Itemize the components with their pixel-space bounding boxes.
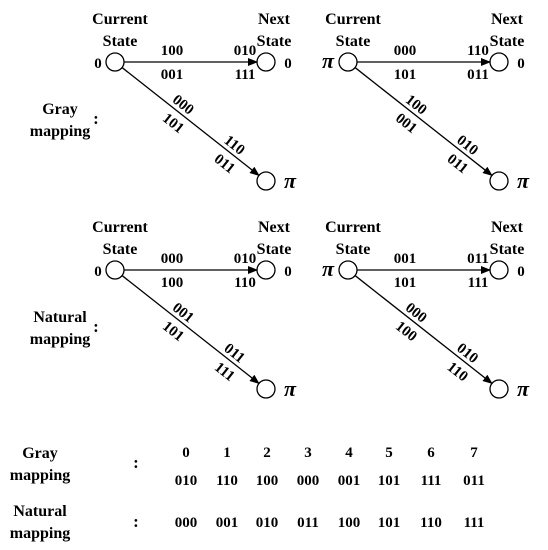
next-state-node-bottom	[489, 379, 509, 399]
current-phase-label: π	[322, 48, 335, 73]
next-state-label: Next	[491, 219, 524, 236]
table-natural-code: 110	[420, 515, 442, 531]
current-phase-label: 0	[94, 264, 102, 280]
next-state-node-top	[256, 260, 276, 280]
transition-arrow-diagonal	[354, 67, 493, 177]
table-natural-code: 100	[338, 515, 361, 531]
next-state-node-bottom	[256, 379, 276, 399]
next-state-label: Next	[258, 11, 291, 28]
table-gray-row-label: Gray	[22, 445, 58, 462]
next-phase-top-label: 0	[517, 264, 525, 280]
next-phase-bottom-label: π	[517, 168, 530, 193]
table-symbol-index: 7	[470, 445, 478, 461]
current-state-node	[338, 52, 358, 72]
next-state-label: Next	[491, 11, 524, 28]
mapping-name-label: mapping	[30, 123, 90, 140]
table-symbol-index: 2	[263, 445, 271, 461]
table-colon: :	[133, 453, 139, 472]
table-natural-code: 111	[464, 515, 485, 531]
transition-arrow-diagonal	[121, 67, 260, 177]
next-state-label: State	[257, 241, 292, 258]
next-state-node-top	[489, 52, 509, 72]
mapping-colon: :	[93, 317, 99, 336]
mapping-name-label: Gray	[42, 101, 78, 118]
table-gray-code: 111	[421, 473, 442, 489]
table-gray-code: 000	[297, 473, 320, 489]
current-state-node	[338, 260, 358, 280]
next-phase-top-label: 0	[284, 264, 292, 280]
table-gray-code: 101	[378, 473, 401, 489]
current-state-label: State	[336, 241, 371, 258]
edge-label-top-below: 111	[235, 67, 256, 83]
table-natural-row-label: mapping	[10, 525, 70, 542]
current-state-node	[105, 52, 125, 72]
edge-label-top-above: 000	[394, 43, 417, 59]
next-phase-bottom-label: π	[284, 376, 297, 401]
edge-label-top-above: 001	[394, 251, 417, 267]
edge-label-top-below: 001	[161, 67, 184, 83]
edge-label-top-below: 100	[161, 275, 184, 291]
edge-label-top-above: 110	[467, 43, 489, 59]
edge-label-top-above: 010	[234, 251, 257, 267]
table-gray-code: 010	[175, 473, 198, 489]
edge-label-top-above: 000	[161, 251, 184, 267]
current-phase-label: 0	[94, 56, 102, 72]
table-symbol-index: 0	[182, 445, 190, 461]
next-phase-top-label: 0	[517, 56, 525, 72]
current-state-label: Current	[92, 219, 148, 236]
edge-label-top-below: 110	[234, 275, 256, 291]
table-symbol-index: 1	[223, 445, 231, 461]
table-symbol-index: 3	[304, 445, 312, 461]
transition-arrow-diagonal	[354, 275, 493, 385]
transition-arrow-diagonal	[121, 275, 260, 385]
next-state-node-bottom	[256, 171, 276, 191]
table-gray-code: 001	[338, 473, 361, 489]
current-state-label: State	[103, 241, 138, 258]
next-state-node-bottom	[489, 171, 509, 191]
table-symbol-index: 6	[427, 445, 435, 461]
table-symbol-index: 5	[385, 445, 393, 461]
current-state-label: State	[103, 33, 138, 50]
current-state-label: Current	[325, 219, 381, 236]
edge-label-top-above: 100	[161, 43, 184, 59]
current-phase-label: π	[322, 256, 335, 281]
mapping-colon: :	[93, 109, 99, 128]
edge-label-top-above: 010	[234, 43, 257, 59]
table-natural-row-label: Natural	[13, 503, 67, 520]
table-gray-code: 011	[463, 473, 485, 489]
edge-label-top-below: 101	[394, 275, 417, 291]
table-symbol-index: 4	[345, 445, 353, 461]
next-phase-top-label: 0	[284, 56, 292, 72]
table-natural-code: 000	[175, 515, 198, 531]
table-colon: :	[133, 512, 139, 531]
table-natural-code: 010	[256, 515, 279, 531]
current-state-label: State	[336, 33, 371, 50]
table-natural-code: 011	[297, 515, 319, 531]
table-gray-code: 110	[216, 473, 238, 489]
current-state-node	[105, 260, 125, 280]
edge-label-top-below: 101	[394, 67, 417, 83]
table-natural-code: 101	[378, 515, 401, 531]
table-gray-row-label: mapping	[10, 467, 70, 484]
current-state-label: Current	[92, 11, 148, 28]
next-state-node-top	[256, 52, 276, 72]
next-state-label: Next	[258, 219, 291, 236]
next-state-label: State	[490, 33, 525, 50]
table-gray-code: 100	[256, 473, 279, 489]
next-phase-bottom-label: π	[284, 168, 297, 193]
edge-label-top-below: 111	[468, 275, 489, 291]
next-state-label: State	[257, 33, 292, 50]
table-natural-code: 001	[216, 515, 239, 531]
current-state-label: Current	[325, 11, 381, 28]
edge-label-top-below: 011	[467, 67, 489, 83]
mapping-name-label: Natural	[33, 309, 87, 326]
next-phase-bottom-label: π	[517, 376, 530, 401]
next-state-label: State	[490, 241, 525, 258]
edge-label-top-above: 011	[467, 251, 489, 267]
mapping-name-label: mapping	[30, 331, 90, 348]
next-state-node-top	[489, 260, 509, 280]
